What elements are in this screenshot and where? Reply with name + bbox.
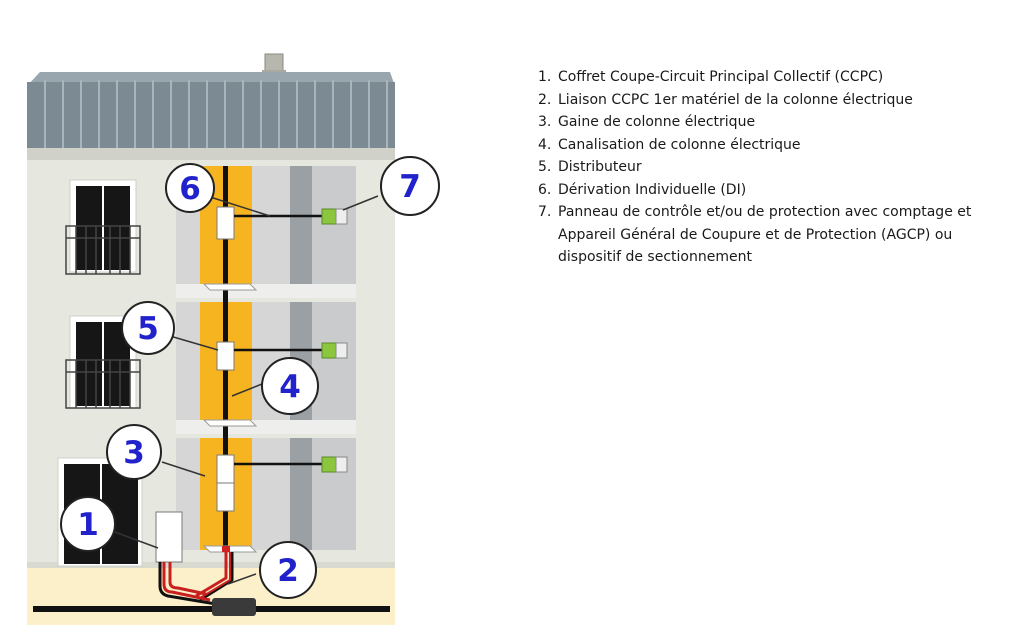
roof	[27, 72, 395, 160]
legend-item-2: 2. Liaison CCPC 1er matériel de la colonn…	[538, 89, 1008, 112]
svg-text:1: 1	[77, 507, 99, 543]
meter-panel-1	[321, 456, 348, 473]
distributor-box-2	[216, 341, 235, 371]
svg-text:4: 4	[279, 369, 301, 405]
ground	[27, 565, 395, 625]
window-upper	[65, 179, 141, 275]
legend-num: 2.	[538, 91, 552, 108]
legend-item-6: 6. Dérivation Individuelle (DI)	[538, 179, 1008, 202]
legend-list: 1. Coffret Coupe-Circuit Principal Collec…	[538, 66, 1008, 269]
legend-label: Panneau de contrôle et/ou de protection …	[558, 204, 972, 265]
legend-label: Dérivation Individuelle (DI)	[558, 181, 747, 198]
svg-text:2: 2	[277, 553, 299, 589]
meter-panel-3	[321, 208, 348, 225]
floor-1-cutaway	[176, 438, 356, 550]
callout-6: 6	[165, 163, 215, 213]
callout-5: 5	[121, 301, 175, 355]
legend-num: 1.	[538, 69, 552, 85]
svg-text:7: 7	[399, 169, 421, 205]
legend-item-5: 5. Distributeur	[538, 156, 1008, 179]
legend-num: 7.	[538, 204, 552, 220]
legend-item-4: 4. Canalisation de colonne électrique	[538, 134, 1008, 157]
legend-label: Coffret Coupe-Circuit Principal Collecti…	[558, 69, 884, 85]
legend-label: Canalisation de colonne électrique	[558, 136, 801, 153]
distributor-box-3	[216, 206, 235, 240]
svg-text:3: 3	[123, 435, 145, 471]
callout-4: 4	[261, 357, 319, 415]
svg-text:5: 5	[137, 311, 159, 347]
callout-3: 3	[106, 424, 162, 480]
legend-num: 4.	[538, 136, 552, 153]
callout-2: 2	[259, 541, 317, 599]
legend-label: Distributeur	[558, 159, 642, 175]
legend-item-7: 7. Panneau de contrôle et/ou de protectio…	[538, 201, 1008, 269]
window-middle	[65, 315, 141, 409]
ccpc-box	[155, 511, 183, 563]
floor-2-cutaway	[176, 302, 356, 434]
street-cable	[33, 606, 390, 612]
ccpc-link-cables	[158, 552, 234, 606]
svg-text:6: 6	[179, 171, 201, 207]
callout-1: 1	[60, 496, 116, 552]
legend-num: 5.	[538, 159, 552, 175]
junction-box	[212, 598, 256, 616]
legend-label: Liaison CCPC 1er matériel de la colonne …	[558, 91, 913, 108]
legend-num: 3.	[538, 114, 552, 130]
callout-7: 7	[380, 156, 440, 216]
legend-item-3: 3. Gaine de colonne électrique	[538, 111, 1008, 134]
legend-label: Gaine de colonne électrique	[558, 114, 756, 130]
legend-item-1: 1. Coffret Coupe-Circuit Principal Collec…	[538, 66, 1008, 89]
meter-panel-2	[321, 342, 348, 359]
legend-num: 6.	[538, 181, 552, 198]
